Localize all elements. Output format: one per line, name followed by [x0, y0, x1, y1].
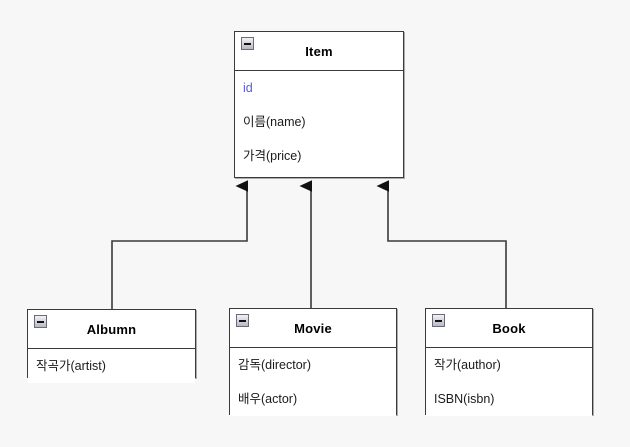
uml-class-albumn-attributes: 작곡가(artist) — [28, 349, 195, 383]
uml-attribute: 작곡가(artist) — [36, 359, 106, 373]
uml-class-item-header: Item — [235, 32, 403, 71]
minus-box-icon[interactable] — [241, 37, 254, 50]
uml-attribute: 가격(price) — [243, 149, 302, 163]
uml-class-item-title: Item — [305, 43, 333, 59]
uml-class-item-attributes: id 이름(name) 가격(price) — [235, 71, 403, 173]
uml-class-albumn-header: Albumn — [28, 310, 195, 349]
uml-attribute: 작가(author) — [434, 358, 501, 372]
minus-box-icon[interactable] — [236, 314, 249, 327]
uml-attribute: 감독(director) — [238, 358, 312, 372]
uml-class-book[interactable]: Book 작가(author) ISBN(isbn) — [425, 308, 593, 416]
uml-class-item[interactable]: Item id 이름(name) 가격(price) — [234, 31, 404, 178]
uml-attribute: 이름(name) — [243, 115, 306, 129]
uml-class-book-title: Book — [492, 320, 526, 336]
uml-class-movie-header: Movie — [230, 309, 396, 348]
edge-albumn-to-item — [111, 180, 248, 309]
minus-box-icon[interactable] — [432, 314, 445, 327]
uml-class-movie-attributes: 감독(director) 배우(actor) — [230, 348, 396, 416]
uml-class-albumn-title: Albumn — [86, 321, 137, 337]
uml-attribute: 배우(actor) — [238, 392, 298, 406]
uml-attribute: id — [243, 81, 253, 95]
uml-class-movie-title: Movie — [294, 320, 332, 336]
uml-class-albumn[interactable]: Albumn 작곡가(artist) — [27, 309, 196, 383]
uml-class-book-attributes: 작가(author) ISBN(isbn) — [426, 348, 592, 416]
uml-class-book-header: Book — [426, 309, 592, 348]
uml-attribute: ISBN(isbn) — [434, 392, 495, 406]
minus-box-icon[interactable] — [34, 315, 47, 328]
uml-class-movie[interactable]: Movie 감독(director) 배우(actor) — [229, 308, 397, 416]
edge-book-to-item — [376, 180, 507, 308]
